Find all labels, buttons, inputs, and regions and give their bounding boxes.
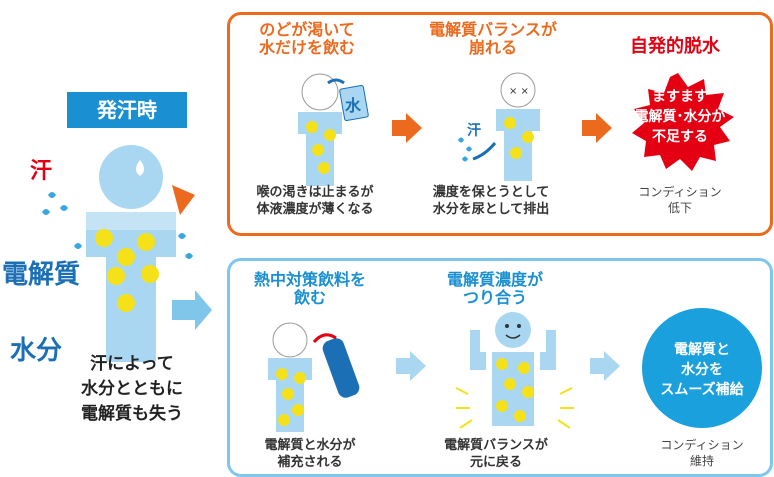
bottom-step1-title: 熱中対策飲料を 飲む [253,270,366,307]
sweat-drop-icon [136,160,144,176]
top-arrow-2-icon [582,113,612,143]
dehydration-burst-icon [632,73,734,171]
svg-text:× ×: × × [509,86,529,97]
cup-label: 水 [345,96,362,115]
left-caption: 汗によって 水分とともに 電解質も失う [81,354,183,424]
arrow-to-top-panel-icon [172,185,195,215]
top-step2-caption: 濃度を保とうとして 水分を尿として排出 [432,185,550,217]
bottom-step3-caption: コンディション 維持 [660,438,744,468]
bottom-arrow-1-icon [396,351,426,381]
badge-sweating: 発汗時 [67,92,187,128]
top-step1-title: のどが渇いて 水だけを飲む [258,20,355,57]
sweat-label: 汗 [30,159,53,184]
top-sweat-label: 汗 [467,123,481,139]
bottom-step2-caption: 電解質バランスが 元に戻る [444,438,548,470]
top-step3-caption: コンディション 低下 [638,185,722,215]
bottom-panel-figures [268,308,762,432]
top-step3-title: 自発的脱水 [630,36,720,57]
bottom-arrow-2-icon [590,351,620,381]
electrolyte-label: 電解質 [2,260,81,290]
top-panel-figures: × × [298,72,734,186]
arrow-to-bottom-panel-icon [172,290,212,330]
water-label: 水分 [10,336,63,366]
top-step2-title: 電解質バランスが 崩れる [429,20,557,57]
sweating-body-figure [42,145,212,362]
circle-text: 電解質と 水分を スムーズ補給 [660,342,744,398]
top-step1-caption: 喉の渇きは止まるが 体液濃度が薄くなる [256,185,374,217]
water-cup-icon [339,84,369,122]
drink-bottle-icon [322,338,360,398]
bottom-step2-title: 電解質濃度が つり合う [446,270,543,307]
top-arrow-1-icon [392,113,422,143]
bottom-step1-caption: 電解質と水分が 補充される [264,438,356,470]
smooth-supply-circle-icon [642,308,762,428]
burst-text: ますます 電解質･水分が 不足する [634,89,726,145]
